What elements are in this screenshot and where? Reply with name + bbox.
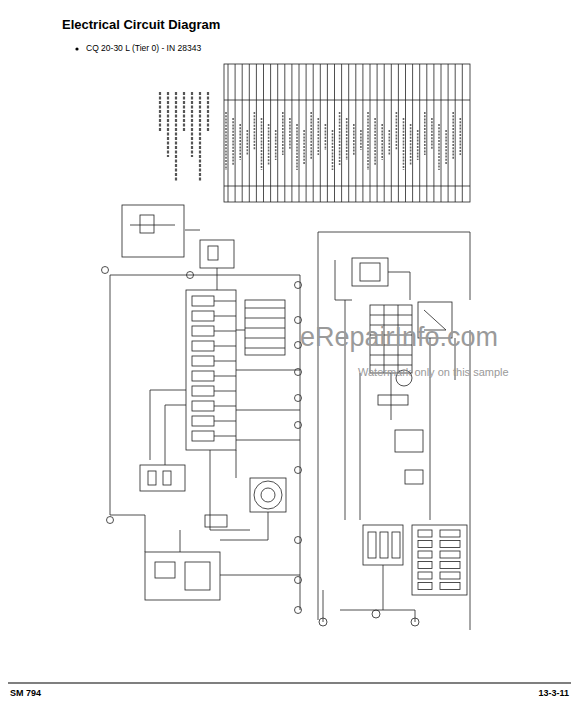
schematic-drawing bbox=[8, 64, 571, 683]
watermark-note: Watermark only on this sample bbox=[358, 366, 509, 378]
bullet-dot bbox=[75, 47, 78, 50]
watermark: eRepairInfo.com bbox=[300, 322, 498, 353]
manual-number: SM 794 bbox=[10, 688, 41, 698]
page-title: Electrical Circuit Diagram bbox=[62, 17, 220, 32]
page-number: 13-3-11 bbox=[538, 688, 569, 698]
model-heading: CQ 20-30 L (Tier 0) - IN 28343 bbox=[86, 43, 201, 53]
